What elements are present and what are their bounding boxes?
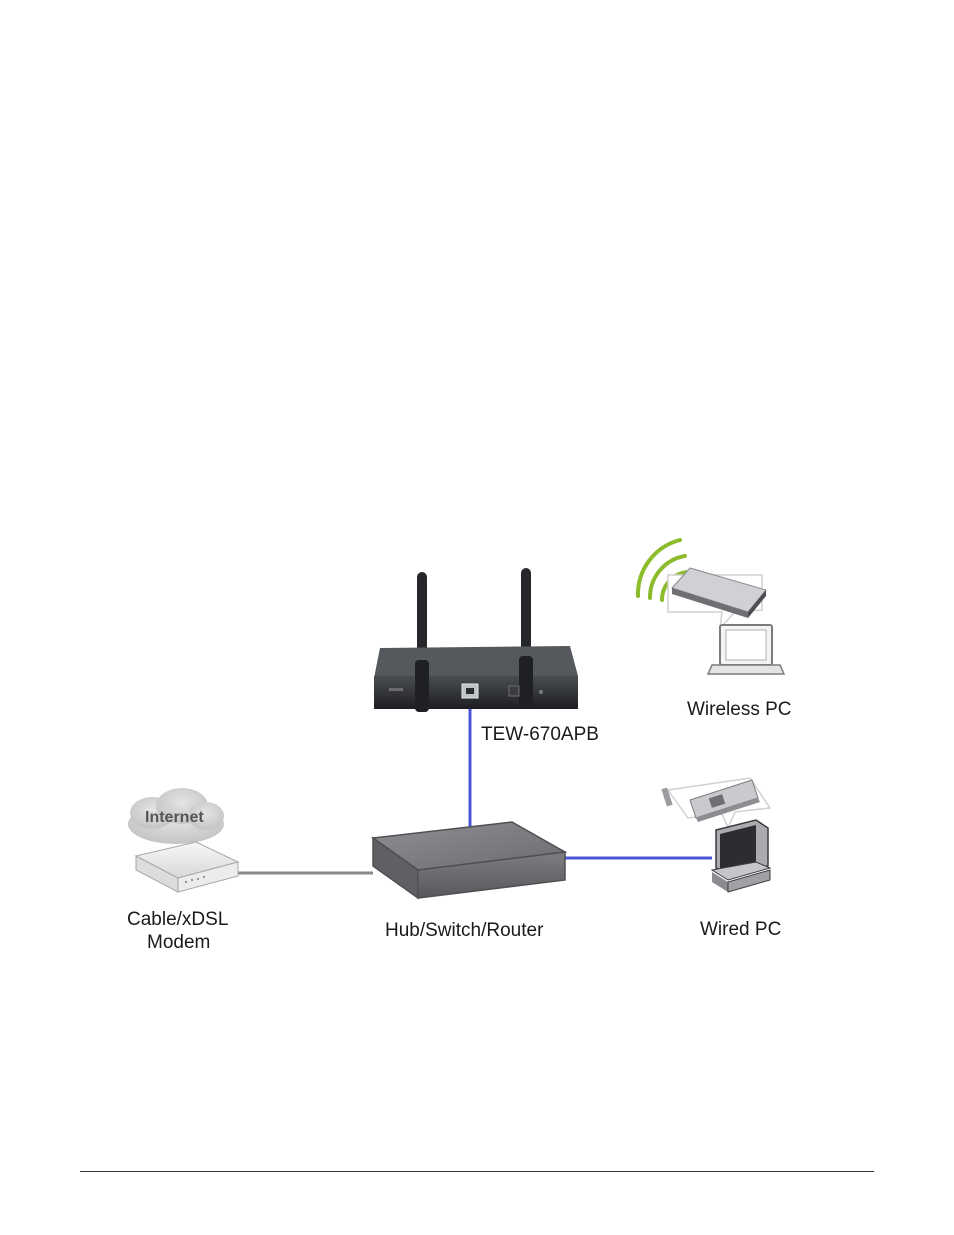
access-point-device	[374, 568, 578, 712]
wireless-pc-label: Wireless PC	[687, 699, 792, 720]
wired-pc-label: Wired PC	[700, 919, 781, 940]
hub-label: Hub/Switch/Router	[385, 920, 544, 941]
modem-label-line1: Cable/xDSL	[127, 909, 228, 930]
wired-pc-device	[661, 778, 770, 892]
internet-label: Internet	[145, 809, 204, 826]
laptop-icon	[708, 625, 784, 674]
access-point-label: TEW-670APB	[481, 724, 599, 745]
wireless-pc-device	[638, 540, 784, 674]
internet-cloud-icon: Internet	[128, 788, 224, 844]
hub-switch-router-device	[373, 822, 565, 898]
modem-label-line2: Modem	[147, 932, 210, 953]
modem-device: Internet	[128, 788, 238, 892]
footer-divider	[80, 1171, 874, 1172]
modem-icon	[136, 842, 238, 892]
desktop-computer-icon	[712, 820, 770, 892]
